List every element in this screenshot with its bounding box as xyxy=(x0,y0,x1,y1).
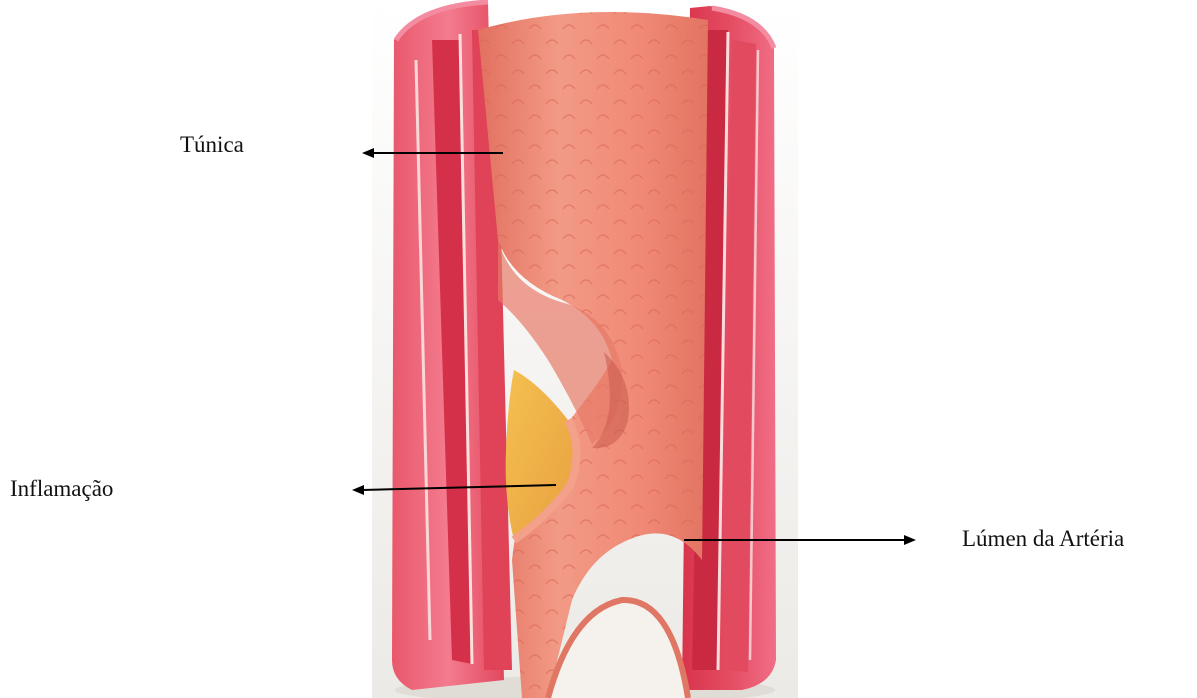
label-tunica: Túnica xyxy=(180,132,244,158)
label-inflamacao: Inflamação xyxy=(10,476,113,502)
label-lumen: Lúmen da Artéria xyxy=(962,526,1124,552)
artery-model-illustration xyxy=(372,0,798,698)
